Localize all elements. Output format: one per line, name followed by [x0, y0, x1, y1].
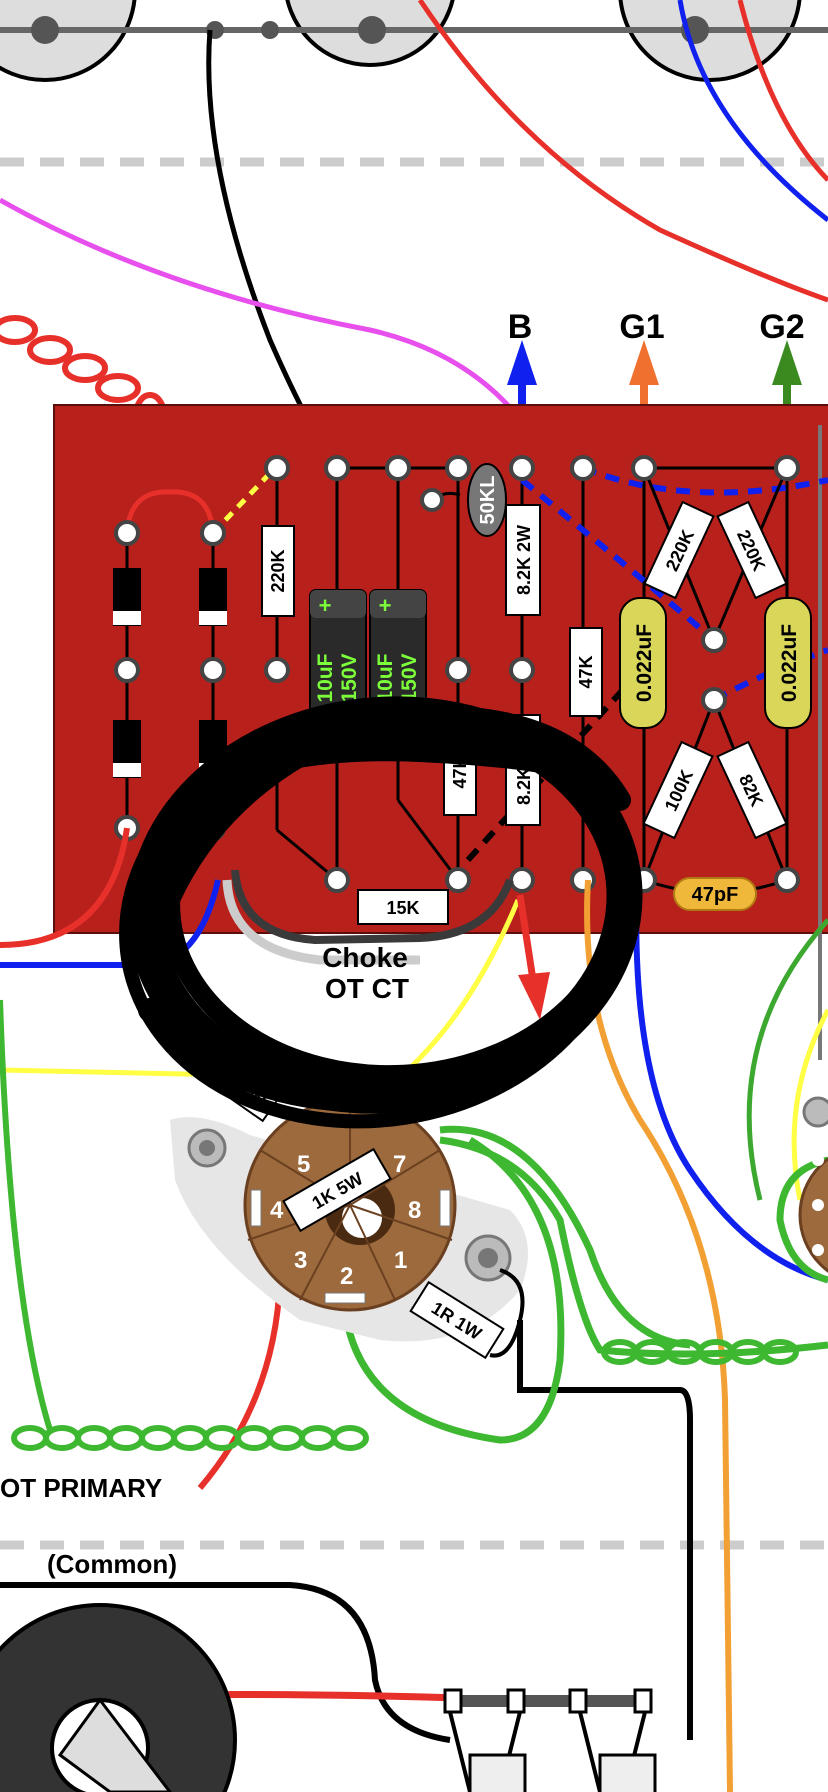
cap1-value: 10uF	[314, 653, 337, 702]
ot-primary-label: OT PRIMARY	[0, 1473, 162, 1503]
common-label: (Common)	[47, 1549, 177, 1579]
cap1-plus: +	[319, 593, 332, 618]
tube-pin-3: 3	[294, 1247, 307, 1274]
tube-socket	[170, 1098, 528, 1342]
tube-pin-8: 8	[408, 1197, 421, 1224]
resistor-8k2-top	[505, 504, 541, 616]
red-arrow	[516, 894, 550, 1020]
green-twist-left	[11, 1425, 369, 1451]
signal-g1-label: G1	[619, 308, 664, 346]
board-blue-dashes	[520, 465, 828, 703]
tube-pin-5: 5	[297, 1151, 310, 1178]
resistor-220k-left-label: 220K	[268, 549, 288, 592]
scribble-overlay	[119, 696, 643, 1129]
signal-b-label: B	[508, 308, 533, 346]
resistor-8k2-top-label: 8.2K 2W	[514, 525, 534, 595]
resistor-82k: 82K	[716, 740, 788, 840]
cap2-plus: +	[379, 593, 392, 618]
right-socket	[798, 1096, 828, 1273]
ot-ct-label: OT CT	[325, 973, 409, 1004]
resistor-100k: 100K	[642, 740, 714, 840]
resistor-47k-right	[569, 627, 603, 717]
output-jack	[0, 1603, 237, 1792]
tube-pin-2: 2	[340, 1263, 353, 1290]
wires-top	[0, 0, 828, 469]
resistor-220k-left	[261, 525, 295, 617]
tube-pin-1: 1	[394, 1247, 407, 1274]
cap-022uf-right	[764, 597, 812, 729]
wires-bottom	[0, 827, 828, 1792]
signal-g2-label: G2	[759, 308, 804, 346]
pot-50kl	[467, 463, 507, 537]
turrets	[114, 455, 800, 893]
cap1-voltage: 150V	[338, 653, 361, 702]
tube-pin-7: 7	[393, 1151, 406, 1178]
cap-022uf-left-label: 0.022uF	[633, 624, 656, 702]
resistor-15k-label: 15K	[386, 898, 419, 918]
resistor-15k	[357, 889, 449, 925]
cap2-value: 10uF	[374, 653, 397, 702]
cap-47pf-label: 47pF	[692, 884, 739, 906]
cap-022uf-right-label: 0.022uF	[778, 624, 801, 702]
cap2-voltage: 150V	[398, 653, 421, 702]
top-pots	[0, 0, 828, 82]
pot-50kl-label: 50KL	[477, 476, 499, 525]
choke-label: Choke	[322, 942, 408, 973]
green-twist-right	[601, 1339, 799, 1365]
resistor-47k-right-label: 47K	[576, 655, 596, 688]
tube-pin-4: 4	[270, 1197, 284, 1224]
cap-022uf-left	[619, 597, 667, 729]
terminal-strips	[443, 1688, 657, 1792]
cap-47pf	[673, 877, 757, 911]
